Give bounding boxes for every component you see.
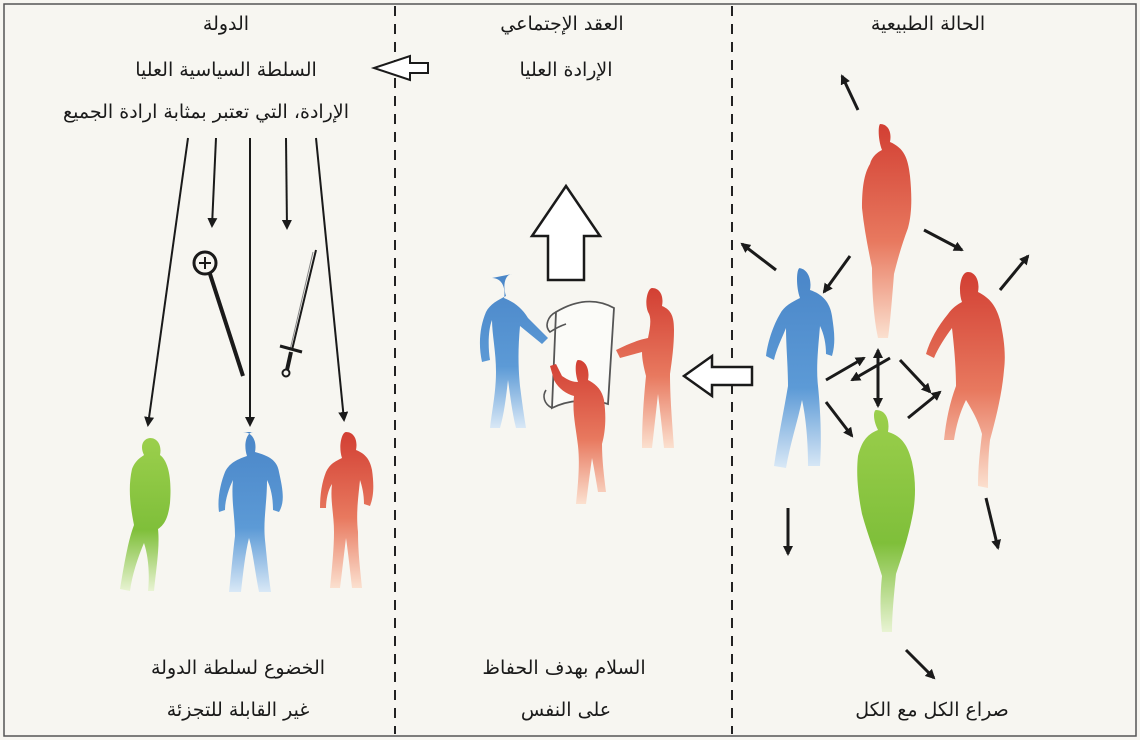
- nature-footer: صراع الكل مع الكل: [855, 699, 1009, 721]
- contract-footer-line2: على النفس: [520, 699, 612, 721]
- state-title: الدولة: [202, 13, 250, 35]
- up-arrow-icon: [529, 183, 603, 282]
- nature-to-contract-arrow: [681, 353, 754, 399]
- state-line-general-will: الإرادة، التي تعتبر بمثابة ارادة الجميع: [63, 101, 349, 123]
- citizen-figure-blue: [218, 432, 283, 592]
- contract-title: العقد الإجتماعي: [500, 13, 624, 35]
- state-line-sovereign: السلطة السياسية العليا: [135, 59, 317, 81]
- contract-figure-blue: [479, 274, 548, 428]
- nature-figure-red-top: [862, 124, 912, 338]
- citizen-figure-red: [320, 432, 374, 588]
- conflict-arrows: [740, 74, 1030, 680]
- authority-arrows: [144, 137, 349, 427]
- contract-figure-red-front: [550, 360, 606, 504]
- nature-figure-green: [857, 410, 915, 632]
- nature-figure-blue: [766, 268, 835, 468]
- contract-line-supreme-will: الإرادة العليا: [519, 59, 613, 81]
- state-footer-line1: الخضوع لسلطة الدولة: [150, 657, 326, 679]
- nature-title: الحالة الطبيعية: [870, 13, 986, 35]
- state-footer-line2: غير القابلة للتجزئة: [166, 699, 310, 721]
- nature-figure-red-right: [926, 272, 1005, 488]
- diagram-border: [3, 3, 1137, 737]
- crozier-icon: [192, 250, 245, 377]
- citizen-figure-green: [120, 438, 171, 591]
- contract-footer-line1: السلام بهدف الحفاظ: [482, 657, 646, 679]
- sword-icon: [279, 249, 317, 378]
- contract-to-state-arrow: [370, 54, 429, 82]
- contract-figure-red-right: [616, 288, 674, 448]
